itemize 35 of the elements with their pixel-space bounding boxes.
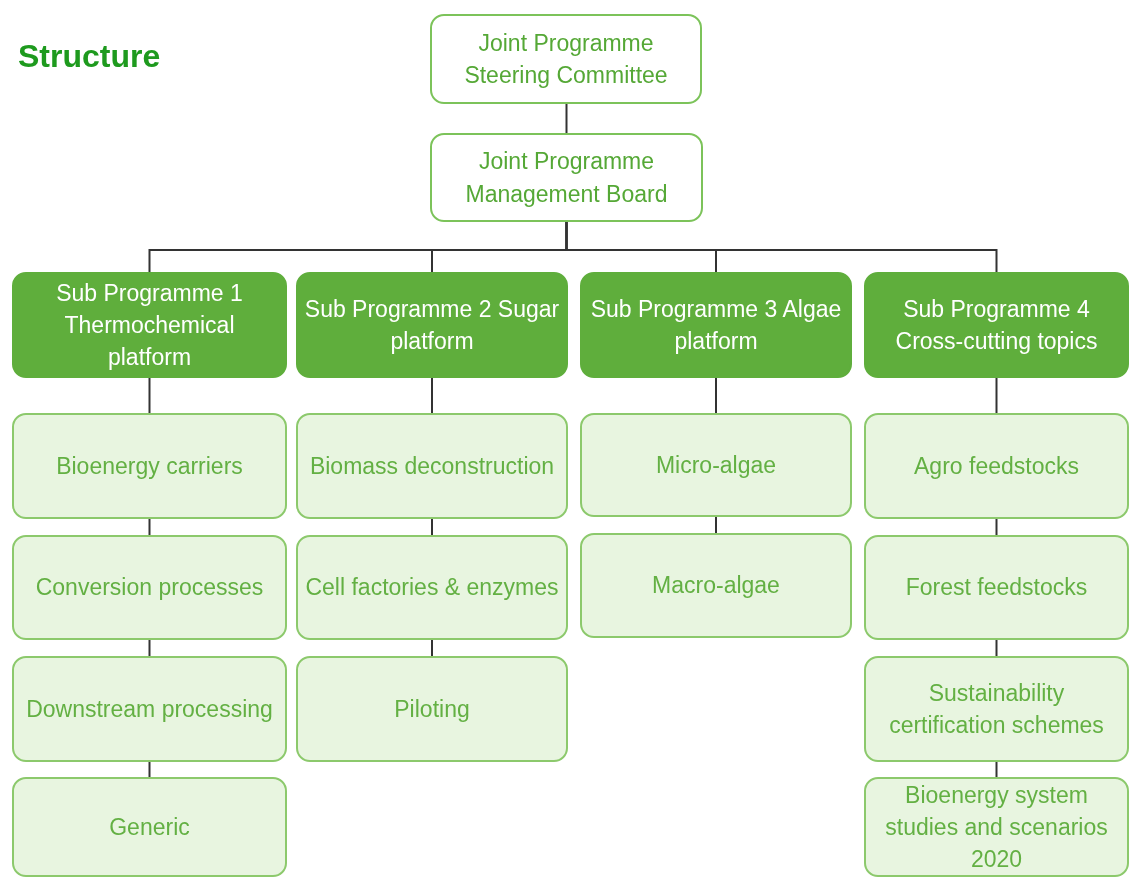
connector-line: [148, 518, 151, 536]
topic-box: Cell factories & enzymes: [296, 535, 568, 640]
topic-box: Forest feedstocks: [864, 535, 1129, 640]
topic-box: Agro feedstocks: [864, 413, 1129, 519]
sub-programme-box: Sub Programme 4 Cross-cutting topics: [864, 272, 1129, 378]
connector-line: [995, 639, 998, 657]
topic-box: Conversion processes: [12, 535, 287, 640]
connector-line: [565, 103, 568, 134]
connector-line: [995, 377, 998, 414]
connector-line: [995, 518, 998, 536]
sub-programme-box: Sub Programme 2 Sugar platform: [296, 272, 568, 378]
connector-line: [148, 639, 151, 657]
connector-line: [715, 377, 717, 414]
connector-line: [565, 221, 998, 273]
board-box: Joint Programme Management Board: [430, 133, 703, 222]
sub-programme-box: Sub Programme 3 Algae platform: [580, 272, 852, 378]
topic-box: Micro-algae: [580, 413, 852, 517]
topic-box: Sustainability certification schemes: [864, 656, 1129, 762]
connector-line: [431, 639, 433, 657]
sub-programme-box: Sub Programme 1 Thermochemical platform: [12, 272, 287, 378]
board-box: Joint Programme Steering Committee: [430, 14, 702, 104]
topic-box: Downstream processing: [12, 656, 287, 762]
topic-box: Piloting: [296, 656, 568, 762]
connector-line: [995, 761, 998, 778]
connector-line: [431, 377, 433, 414]
topic-box: Generic: [12, 777, 287, 877]
topic-box: Bioenergy system studies and scenarios 2020: [864, 777, 1129, 877]
connector-line: [148, 761, 151, 778]
connector-line: [715, 516, 717, 534]
topic-box: Biomass deconstruction: [296, 413, 568, 519]
topic-box: Bioenergy carriers: [12, 413, 287, 519]
connector-line: [148, 377, 151, 414]
diagram-title: Structure: [18, 38, 161, 75]
topic-box: Macro-algae: [580, 533, 852, 638]
connector-line: [431, 518, 433, 536]
